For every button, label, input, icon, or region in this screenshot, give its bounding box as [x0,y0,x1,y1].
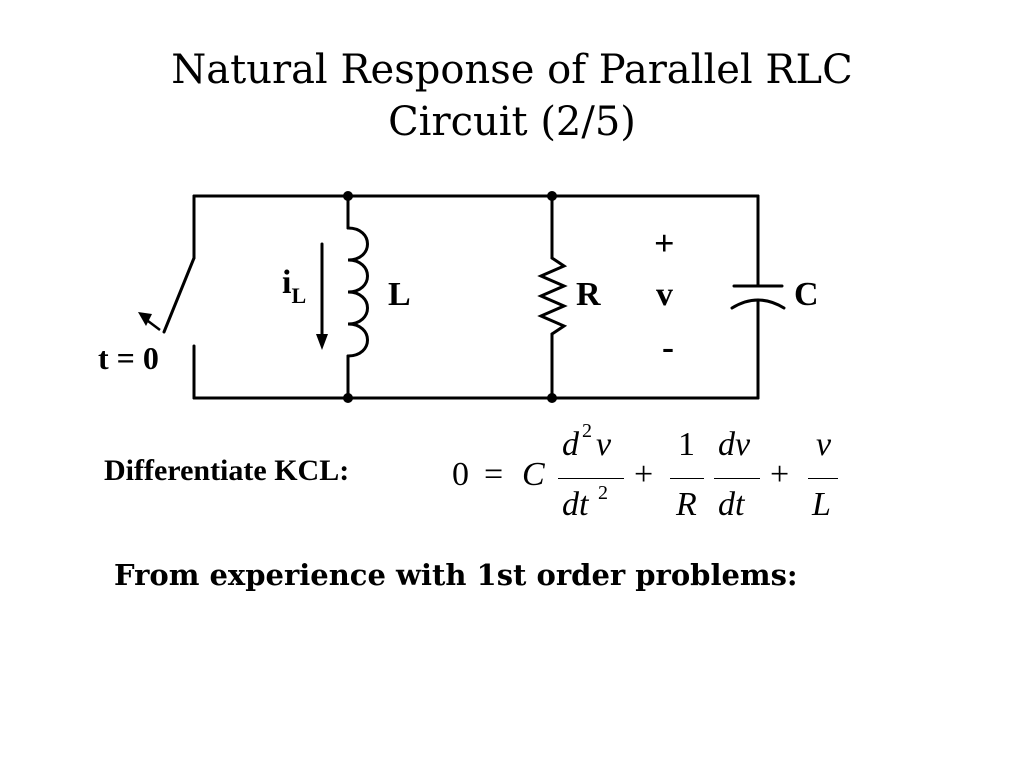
frac1-bar [558,478,624,479]
capacitor-label: C [794,276,819,313]
frac1-denominator-exponent: 2 [598,482,608,504]
frac3-bar [714,478,760,479]
current-label-subscript: L [291,283,307,308]
current-label-main: i [282,264,292,301]
frac3-numerator: dv [718,426,751,463]
frac4-numerator: v [816,426,832,463]
frac1-numerator-v: v [596,426,612,463]
eq-plus-1: + [634,456,654,493]
frac4-denominator: L [812,486,831,523]
eq-equals: = [484,456,504,493]
node-top-resistor [547,191,557,201]
frac1-denominator: dt [562,486,589,523]
slide-title: Natural Response of Parallel RLC Circuit… [0,44,1024,148]
kcl-equation: 0 = C d 2 v dt 2 + 1 R dv dt + v L [440,420,860,540]
voltage-label: v [656,276,673,313]
current-arrow-head [316,334,328,350]
voltage-plus: + [654,223,675,263]
equation-label: Differentiate KCL: [104,454,350,487]
frac2-bar [670,478,704,479]
resistor-label: R [576,276,601,313]
frac1-numerator-d: d [562,426,579,463]
title-line-2: Circuit (2/5) [388,99,636,145]
frac2-denominator: R [676,486,697,523]
node-bottom-resistor [547,393,557,403]
frac2-numerator: 1 [678,426,695,463]
inductor-label: L [388,276,411,313]
eq-plus-2: + [770,456,790,493]
eq-lhs: 0 [452,456,469,493]
inductor-coil [346,226,369,358]
node-top-inductor [343,191,353,201]
frac1-numerator-exponent: 2 [582,420,592,442]
frac3-denominator: dt [718,486,745,523]
circuit-diagram [138,191,786,403]
resistor-zigzag [537,256,568,336]
switch-arrow-shaft [143,317,161,331]
voltage-minus: - [662,327,674,367]
eq-capacitance: C [522,456,545,493]
current-label: iL [282,264,306,308]
title-line-1: Natural Response of Parallel RLC [171,47,853,93]
node-bottom-inductor [343,393,353,403]
switch-blade [162,256,196,334]
frac4-bar [808,478,838,479]
switch-label: t = 0 [98,340,159,376]
experience-note: From experience with 1st order problems: [114,558,798,592]
